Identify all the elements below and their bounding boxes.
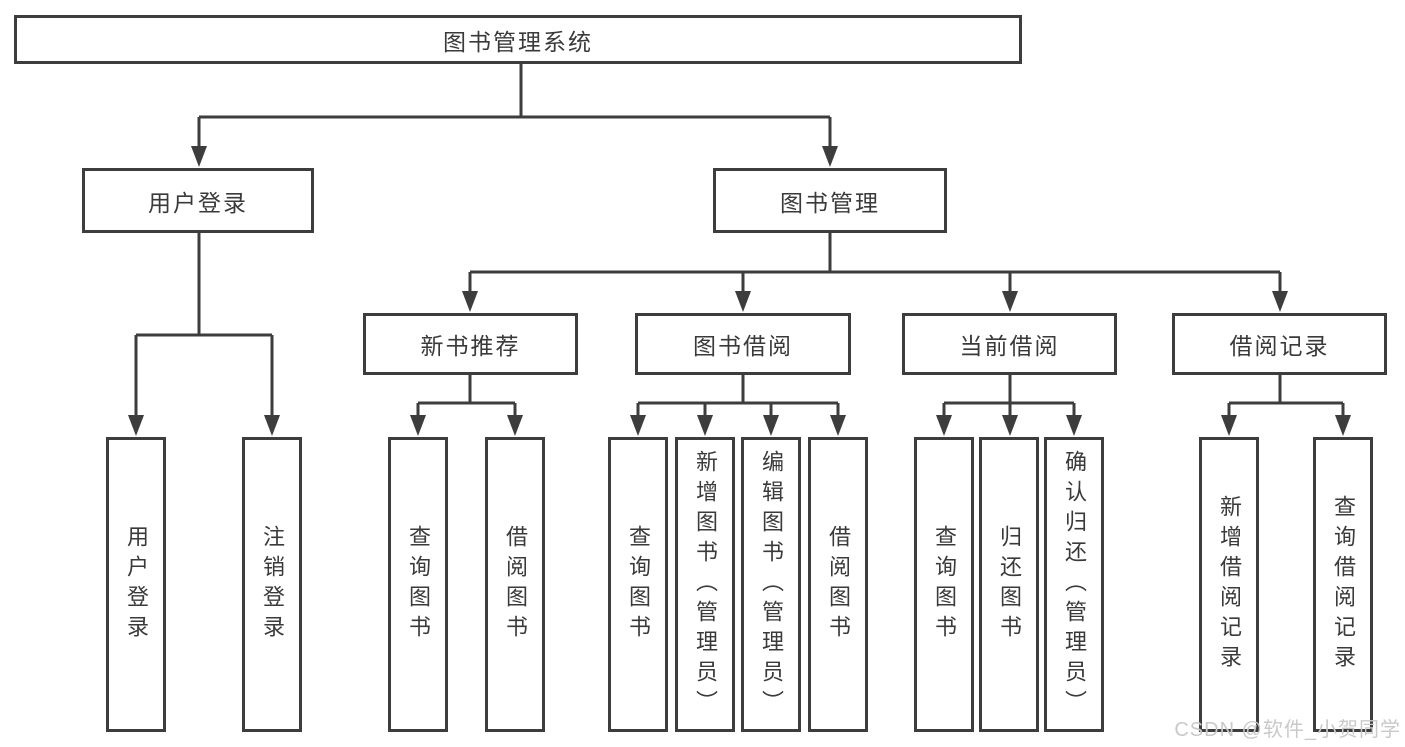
leaf-edit-book-admin: 编辑图书（管理员）: [741, 437, 801, 732]
node-book-borrow: 图书借阅: [635, 313, 851, 375]
leaf-borrow-books: 借阅图书: [808, 437, 868, 732]
leaf-query-books-recommend: 查询图书: [388, 437, 448, 732]
node-book-management: 图书管理: [713, 168, 947, 233]
node-new-book-recommend: 新书推荐: [363, 313, 578, 375]
leaf-add-book-admin: 新增图书（管理员）: [675, 437, 735, 732]
node-current-borrow: 当前借阅: [902, 313, 1117, 375]
leaf-query-borrow-record: 查询借阅记录: [1313, 437, 1373, 732]
csdn-watermark: CSDN @软件_小贺同学: [1174, 719, 1401, 741]
leaf-confirm-return-admin: 确认归还（管理员）: [1044, 437, 1104, 732]
node-borrow-records: 借阅记录: [1172, 313, 1387, 375]
leaf-query-books-current: 查询图书: [914, 437, 974, 732]
leaf-query-books-borrow: 查询图书: [608, 437, 668, 732]
node-user-login: 用户登录: [82, 168, 314, 233]
leaf-return-book: 归还图书: [979, 437, 1039, 732]
node-root: 图书管理系统: [14, 15, 1022, 64]
leaf-borrow-books-recommend: 借阅图书: [485, 437, 545, 732]
leaf-logout: 注销登录: [242, 437, 302, 732]
leaf-user-login: 用户登录: [106, 437, 166, 732]
leaf-add-borrow-record: 新增借阅记录: [1199, 437, 1259, 732]
